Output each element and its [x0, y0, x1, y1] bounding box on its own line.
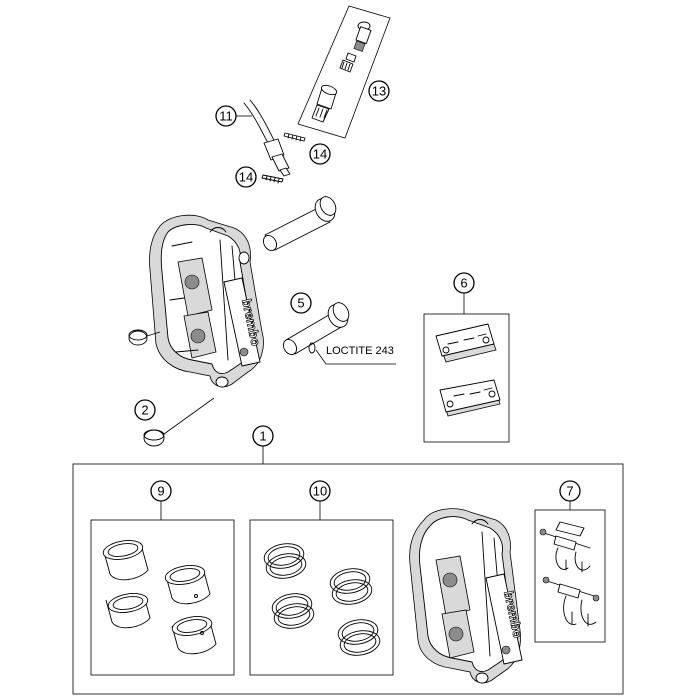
bleeder-kit-box: [297, 5, 391, 139]
seal-pair-4: [337, 619, 381, 656]
banjo-screw-upper: [283, 132, 306, 142]
caliper-kit-housing: brembo: [409, 508, 526, 684]
callout-5: 5: [297, 296, 304, 311]
callout-11: 11: [219, 109, 233, 124]
callout-13-circle: [368, 80, 390, 102]
callout-1: 1: [259, 429, 266, 444]
banjo-screw-lower: [261, 174, 284, 184]
callout-2: 2: [141, 403, 148, 418]
callout-14b-circle: [235, 166, 257, 188]
piston-1: [102, 540, 149, 581]
seal-pair-2: [271, 593, 315, 629]
piston-2: [105, 593, 151, 629]
pad-springs-box: [534, 509, 606, 643]
callout-14b: 14: [239, 170, 253, 185]
seal-pair-3: [329, 568, 373, 605]
spacer-left-upper: [128, 329, 161, 346]
callout-9: 9: [157, 484, 164, 499]
piston-4: [171, 616, 217, 655]
callout-5-circle: [290, 292, 312, 314]
brake-line-group: 11 14 14: [215, 99, 331, 188]
bleeder-valve-part: [311, 21, 372, 123]
caliper-pin-upper: [262, 196, 337, 251]
caliper-kit-box: [72, 463, 624, 695]
callout-6: 6: [460, 276, 467, 291]
brake-line-hose: [243, 99, 276, 144]
callout-14a: 14: [313, 147, 327, 162]
callout-10: 10: [313, 484, 327, 499]
seals-part: [263, 543, 381, 656]
seal-pair-1: [263, 543, 307, 579]
callout-7: 7: [566, 484, 573, 499]
callout-13: 13: [372, 84, 386, 99]
piston-3: [164, 565, 211, 605]
pistons-part: [102, 540, 217, 655]
pad-pin-lower: [542, 576, 600, 627]
pad-pin-upper: [539, 521, 591, 573]
seals-box: [249, 519, 394, 676]
pistons-box: [90, 519, 235, 676]
loctite-note: LOCTITE 243: [326, 345, 394, 357]
brake-pad-lower: [439, 379, 501, 417]
callout-14a-circle: [309, 143, 331, 165]
pad-springs-part: [539, 521, 600, 627]
callout-2-circle: [134, 399, 156, 421]
caliper-pin-lower: [282, 302, 350, 355]
bleeder-kit-group: 13: [297, 5, 391, 139]
brake-caliper-assembly: brembo: [149, 214, 264, 388]
brake-pads-group: 6: [423, 272, 510, 443]
brake-pads-box: [423, 313, 510, 443]
brake-pad-upper: [435, 323, 497, 363]
spacer-part-2: [143, 397, 215, 447]
